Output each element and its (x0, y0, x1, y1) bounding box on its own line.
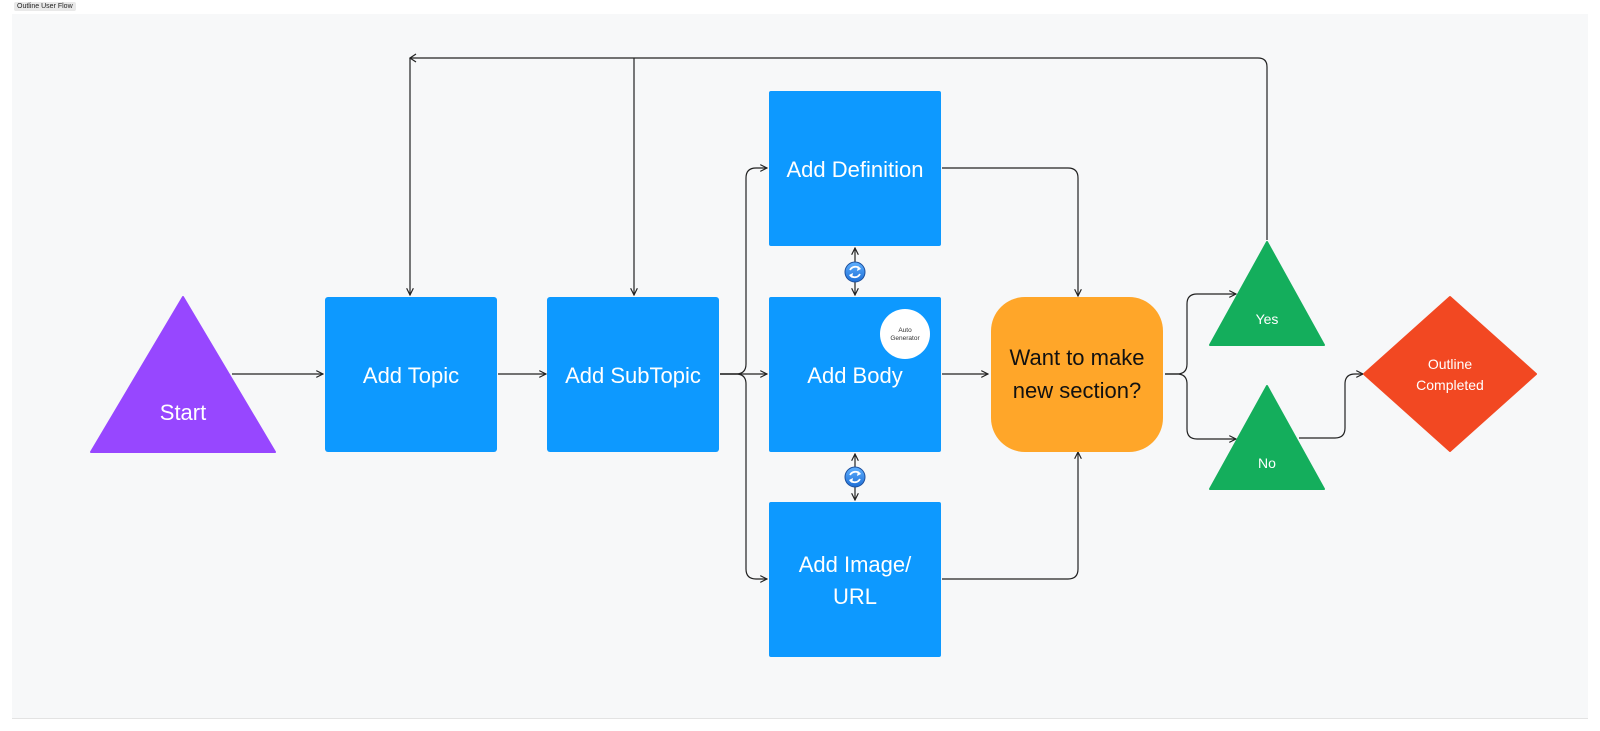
add-subtopic-node[interactable]: Add SubTopic (547, 297, 719, 452)
end-node[interactable]: Outline Completed (1363, 296, 1537, 452)
connector-decision-no (1165, 373, 1236, 439)
no-node[interactable]: No (1209, 385, 1325, 490)
connectors (232, 53, 1363, 580)
connector-yes-loop (410, 57, 1268, 240)
start-label: Start (160, 400, 206, 425)
add-topic-shape (325, 297, 497, 452)
add-subtopic-label: Add SubTopic (565, 363, 701, 388)
decision-label-line1: Want to make (1010, 345, 1145, 370)
end-label-line1: Outline (1428, 356, 1473, 372)
yes-label: Yes (1256, 311, 1279, 327)
add-image-label-line1: Add Image/ (799, 552, 912, 577)
start-shape (90, 296, 276, 453)
auto-generator-line1: Auto (898, 327, 912, 334)
sync-icon (844, 261, 866, 283)
auto-generator-circle (880, 309, 930, 359)
decision-node[interactable]: Want to make new section? (991, 297, 1163, 452)
add-body-label: Add Body (807, 363, 902, 388)
auto-generator-line2: Generator (890, 335, 920, 342)
no-shape (1209, 385, 1325, 490)
no-label: No (1258, 455, 1276, 471)
auto-generator-badge[interactable]: Auto Generator (880, 309, 930, 359)
add-image-label-line2: URL (833, 584, 877, 609)
start-node[interactable]: Start (90, 296, 276, 453)
connector-no-end (1299, 374, 1363, 439)
yes-node[interactable]: Yes (1209, 241, 1325, 346)
add-subtopic-shape (547, 297, 719, 452)
frame-label[interactable]: Outline User Flow (14, 2, 76, 11)
connector-subtopic-definition (720, 168, 767, 375)
end-label-line2: Completed (1416, 377, 1484, 393)
end-shape (1363, 296, 1537, 452)
connector-subtopic-image (720, 373, 767, 579)
add-definition-node[interactable]: Add Definition (769, 91, 941, 246)
connector-definition-decision (942, 167, 1078, 296)
sync-icon (844, 466, 866, 488)
add-image-shape (769, 502, 941, 657)
decision-label-line2: new section? (1013, 378, 1141, 403)
add-image-node[interactable]: Add Image/ URL (769, 502, 941, 657)
add-definition-shape (769, 91, 941, 246)
add-topic-label: Add Topic (363, 363, 459, 388)
add-topic-node[interactable]: Add Topic (325, 297, 497, 452)
connector-decision-yes (1165, 294, 1236, 375)
decision-shape (991, 297, 1163, 452)
add-definition-label: Add Definition (787, 157, 924, 182)
connector-image-decision (942, 452, 1078, 580)
yes-shape (1209, 241, 1325, 346)
